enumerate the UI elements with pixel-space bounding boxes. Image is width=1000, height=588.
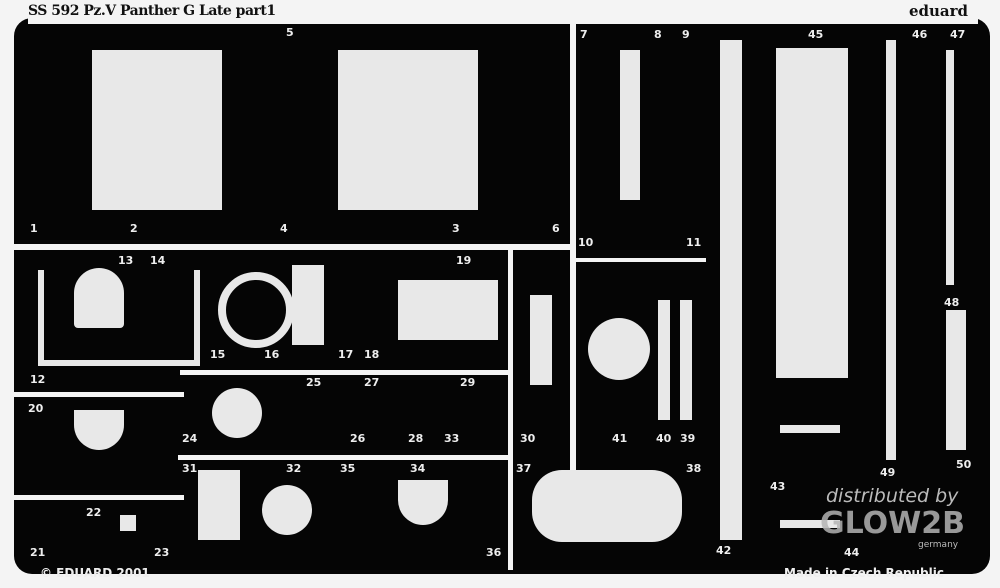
part-37-38 xyxy=(532,470,682,542)
part-label: 24 xyxy=(182,432,198,445)
part-label: 50 xyxy=(956,458,972,471)
part-label: 32 xyxy=(286,462,302,475)
part-label: 15 xyxy=(210,348,226,361)
part-label: 8 xyxy=(654,28,662,41)
part-label: 34 xyxy=(410,462,426,475)
part-label: 20 xyxy=(28,402,44,415)
part-label: 25 xyxy=(306,376,322,389)
fret-title: SS 592 Pz.V Panther G Late part1 xyxy=(28,3,276,19)
part-24 xyxy=(212,388,262,438)
part-46 xyxy=(886,40,896,460)
part-label: 43 xyxy=(770,480,786,493)
part-label: 13 xyxy=(118,254,134,267)
part-label: 4 xyxy=(280,222,288,235)
part-label: 14 xyxy=(150,254,166,267)
part-label: 2 xyxy=(130,222,138,235)
part-13 xyxy=(74,268,124,328)
part-label: 9 xyxy=(682,28,690,41)
copyright: © EDUARD 2001 xyxy=(40,566,150,580)
part-label: 12 xyxy=(30,373,46,386)
part-label: 3 xyxy=(452,222,460,235)
part-label: 44 xyxy=(844,546,860,559)
part-label: 28 xyxy=(408,432,424,445)
part-12 xyxy=(38,270,200,366)
part-label: 23 xyxy=(154,546,170,559)
sprue xyxy=(508,250,513,570)
part-label: 7 xyxy=(580,28,588,41)
sprue xyxy=(178,455,508,460)
part-label: 33 xyxy=(444,432,460,445)
part-label: 16 xyxy=(264,348,280,361)
part-44 xyxy=(780,520,840,528)
part-43 xyxy=(780,425,840,433)
part-label: 27 xyxy=(364,376,380,389)
part-label: 40 xyxy=(656,432,672,445)
part-label: 5 xyxy=(286,26,294,39)
part-15 xyxy=(218,272,294,348)
part-label: 17 xyxy=(338,348,354,361)
part-39 xyxy=(680,300,692,420)
part-label: 37 xyxy=(516,462,532,475)
part-label: 31 xyxy=(182,462,198,475)
part-label: 39 xyxy=(680,432,696,445)
part-label: 42 xyxy=(716,544,732,557)
part-label: 36 xyxy=(486,546,502,559)
part-20 xyxy=(74,410,124,450)
sprue xyxy=(576,258,706,262)
part-34 xyxy=(398,480,448,525)
part-40 xyxy=(658,300,670,420)
part-label: 30 xyxy=(520,432,536,445)
part-32 xyxy=(262,485,312,535)
part-label: 21 xyxy=(30,546,46,559)
part-47 xyxy=(946,50,954,285)
part-label: 48 xyxy=(944,296,960,309)
part-label: 10 xyxy=(578,236,594,249)
part-label: 1 xyxy=(30,222,38,235)
brand-logo: eduard xyxy=(908,2,968,20)
part-label: 22 xyxy=(86,506,102,519)
part-42 xyxy=(720,40,742,540)
part-label: 49 xyxy=(880,466,896,479)
part-8 xyxy=(620,50,640,200)
part-label: 18 xyxy=(364,348,380,361)
part-label: 47 xyxy=(950,28,966,41)
part-48 xyxy=(946,310,966,450)
sprue xyxy=(14,392,184,397)
sprue xyxy=(570,24,576,494)
header-strip xyxy=(28,2,978,24)
watermark-logo: GLOW2B xyxy=(820,506,966,541)
part-31 xyxy=(198,470,240,540)
part-label: 38 xyxy=(686,462,702,475)
part-label: 29 xyxy=(460,376,476,389)
watermark-country: germany xyxy=(918,540,959,550)
part-label: 26 xyxy=(350,432,366,445)
part-23 xyxy=(120,515,136,531)
part-16 xyxy=(292,265,324,345)
origin-text: Made in Czech Republic xyxy=(784,566,944,580)
watermark-text: distributed by xyxy=(826,485,959,507)
part-2 xyxy=(92,50,222,210)
part-45 xyxy=(776,48,848,378)
part-label: 11 xyxy=(686,236,702,249)
part-3 xyxy=(338,50,478,210)
part-label: 35 xyxy=(340,462,356,475)
sprue xyxy=(14,244,574,250)
sprue xyxy=(14,495,184,500)
part-41 xyxy=(588,318,650,380)
sprue xyxy=(180,370,510,375)
part-label: 41 xyxy=(612,432,628,445)
part-19 xyxy=(398,280,498,340)
part-30 xyxy=(530,295,552,385)
part-label: 45 xyxy=(808,28,824,41)
part-label: 6 xyxy=(552,222,560,235)
part-label: 19 xyxy=(456,254,472,267)
part-label: 46 xyxy=(912,28,928,41)
